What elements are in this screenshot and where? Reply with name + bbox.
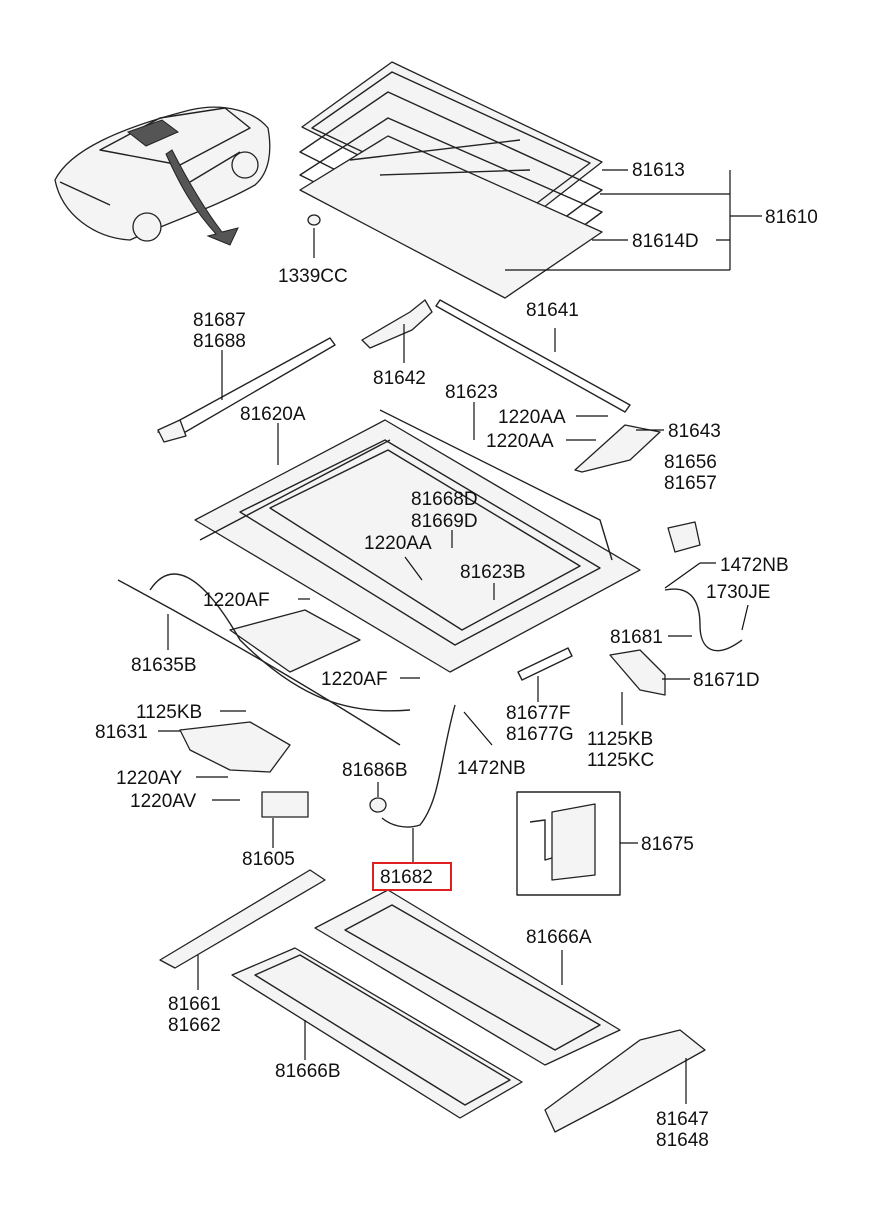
sunshade-assembly (159, 869, 706, 1133)
sunroof-glass-assembly (299, 61, 603, 299)
label-81613: 81613 (632, 160, 685, 181)
sunroof-frame (117, 409, 743, 746)
label-81623: 81623 (445, 382, 498, 403)
label-81686B: 81686B (342, 760, 408, 781)
label-81614D: 81614D (632, 231, 699, 252)
label-81668D: 81668D (411, 489, 478, 510)
label-1220AF-2: 1220AF (321, 669, 388, 690)
label-81657: 81657 (664, 473, 717, 494)
label-81669D: 81669D (411, 511, 478, 532)
label-1125KB-1: 1125KB (136, 702, 202, 723)
label-81641: 81641 (526, 300, 579, 321)
label-81610: 81610 (765, 207, 818, 228)
motor-and-hoses (179, 704, 621, 896)
label-81635B: 81635B (131, 655, 197, 676)
label-81677F: 81677F (506, 703, 570, 724)
label-81642: 81642 (373, 368, 426, 389)
label-81687: 81687 (193, 310, 246, 331)
label-81677G: 81677G (506, 724, 574, 745)
highlight-box-81682 (372, 862, 452, 891)
label-81605: 81605 (242, 849, 295, 870)
label-1220AY: 1220AY (116, 768, 183, 789)
label-1472NB-1: 1472NB (720, 555, 789, 576)
label-1220AV: 1220AV (130, 791, 197, 812)
label-81671D: 81671D (693, 670, 760, 691)
label-81666A: 81666A (526, 927, 592, 948)
label-1220AF-1: 1220AF (203, 590, 270, 611)
label-1730JE: 1730JE (706, 582, 770, 603)
label-1472NB-2: 1472NB (457, 758, 526, 779)
deflector-and-rails (157, 299, 661, 473)
label-81688: 81688 (193, 331, 246, 352)
label-81631: 81631 (95, 722, 148, 743)
leader-lines (158, 169, 762, 1104)
label-81643: 81643 (668, 421, 721, 442)
label-81620A: 81620A (240, 404, 306, 425)
label-1220AA-2: 1220AA (486, 431, 554, 452)
label-1125KC: 1125KC (587, 750, 654, 771)
label-81675: 81675 (641, 834, 694, 855)
label-1125KB-2: 1125KB (587, 729, 653, 750)
part-labels: 81613 81610 81614D 1339CC 81687 81688 81… (95, 160, 818, 1151)
label-81647: 81647 (656, 1109, 709, 1130)
label-1220AA-3: 1220AA (364, 533, 432, 554)
label-1220AA-1: 1220AA (498, 407, 566, 428)
label-81681: 81681 (610, 627, 663, 648)
label-81661: 81661 (168, 994, 221, 1015)
car-illustration (54, 106, 271, 246)
label-81682: 81682 (380, 867, 433, 888)
label-81662: 81662 (168, 1015, 221, 1036)
label-81656: 81656 (664, 452, 717, 473)
label-81666B: 81666B (275, 1061, 341, 1082)
label-81648: 81648 (656, 1130, 709, 1151)
label-1339CC: 1339CC (278, 266, 348, 287)
label-81623B: 81623B (460, 562, 526, 583)
